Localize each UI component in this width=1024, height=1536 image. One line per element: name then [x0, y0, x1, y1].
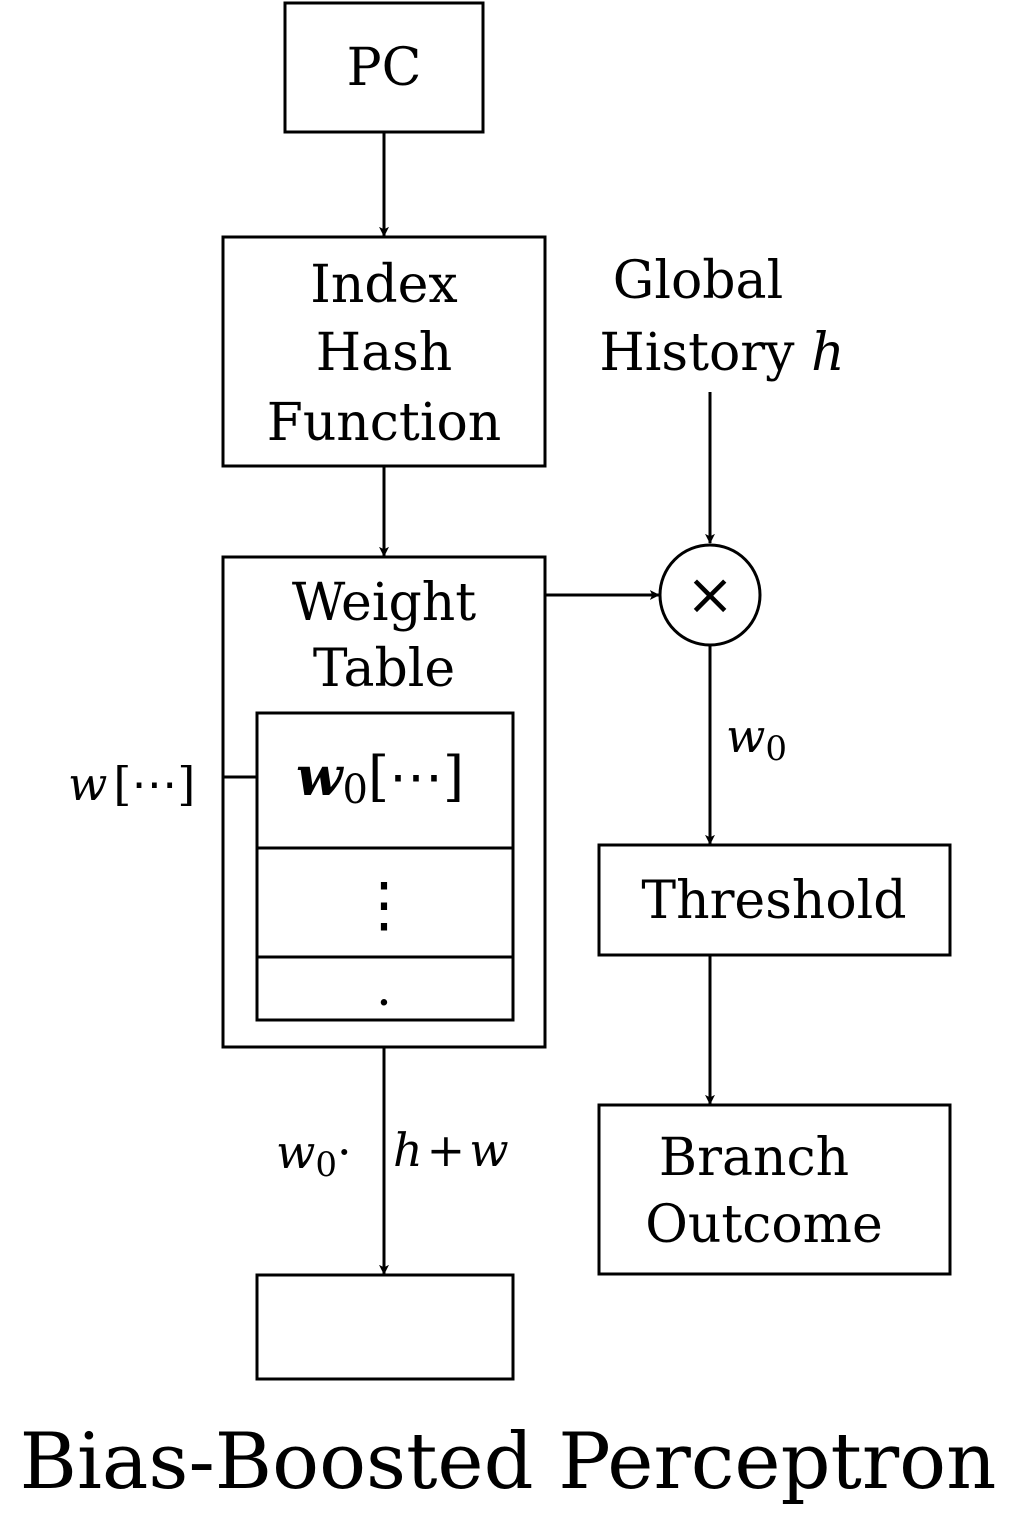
bottom-edge-right-label: h+w — [393, 1123, 509, 1177]
index-hash-line2: Hash — [316, 323, 453, 383]
bottom-edge-left-label: w0· — [276, 1125, 352, 1185]
w-index-label: w[⋯] — [68, 757, 195, 811]
table-row-w0: w0[⋯] — [296, 744, 464, 813]
weight-table-line2: Table — [313, 639, 455, 699]
inner-weight-table — [255, 711, 515, 1022]
index-hash-line3: Function — [267, 393, 502, 453]
branch-outcome-line2: Outcome — [645, 1195, 883, 1255]
threshold-box — [597, 843, 952, 957]
global-history-line2: History h — [599, 323, 844, 383]
multiply-symbol: × — [686, 560, 735, 628]
index-hash-line1: Index — [310, 255, 457, 315]
table-row-dot: . — [376, 959, 392, 1017]
branch-outcome-box — [597, 1103, 952, 1276]
branch-outcome-line1: Branch — [659, 1128, 849, 1188]
weight-table-line1: Weight — [292, 573, 476, 633]
pc-box — [283, 1, 485, 134]
index-hash-box — [221, 235, 547, 468]
global-history-line1: Global — [613, 251, 783, 311]
threshold-label: Threshold — [641, 871, 906, 931]
output-box — [255, 1273, 515, 1381]
w0-edge-label: w0 — [726, 709, 787, 769]
table-row-vdots: ⋮ — [354, 870, 414, 940]
diagram-title: Bias-Boosted Perceptron — [20, 1417, 997, 1507]
pc-label: PC — [347, 38, 422, 98]
